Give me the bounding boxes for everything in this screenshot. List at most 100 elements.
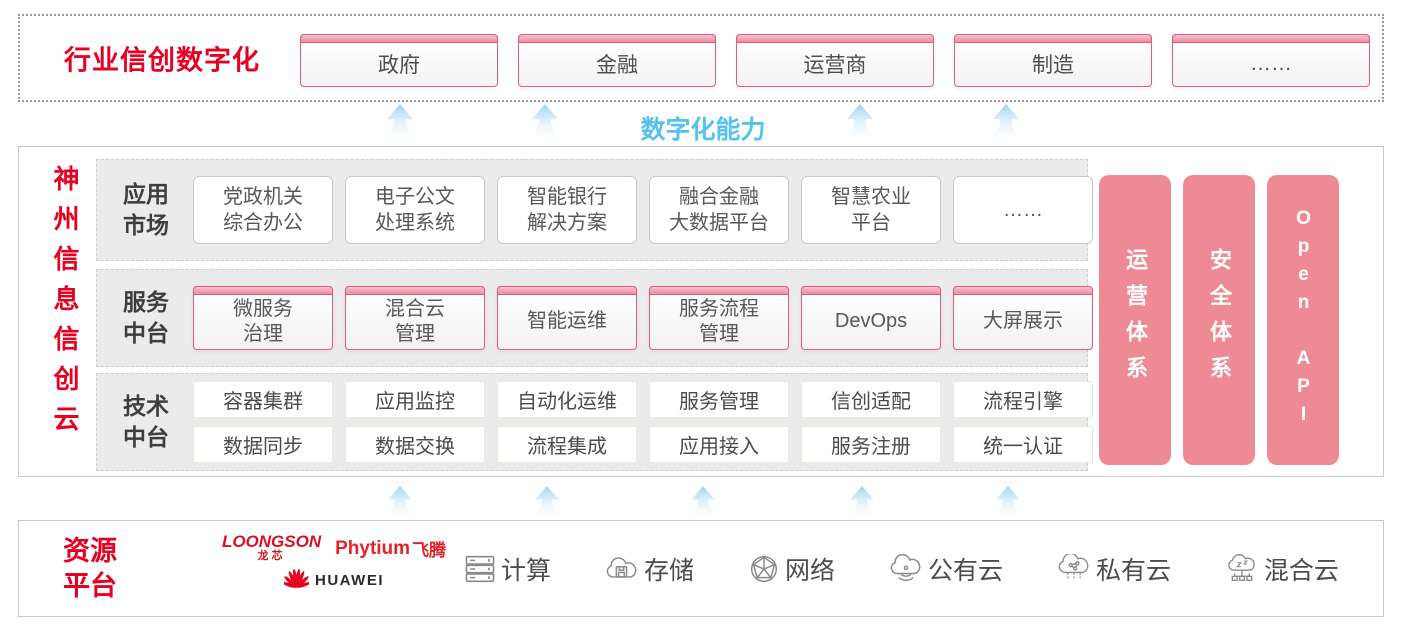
vendor-row-top: LOONGSON 龙芯 Phytium 飞腾 <box>222 533 446 562</box>
row-tech-platform: 技术 中台 容器集群 应用监控 自动化运维 服务管理 信创适配 流程引擎 数据同… <box>96 373 1093 471</box>
industry-band-title: 行业信创数字化 <box>64 45 260 76</box>
tech-box: 统一认证 <box>953 426 1093 463</box>
resource-label: 私有云 <box>1095 556 1171 585</box>
resource-item-storage: 存储 <box>605 551 694 587</box>
app-box: 党政机关 综合办公 <box>193 176 333 244</box>
loongson-wordmark: LOONGSON <box>221 532 322 551</box>
tech-line-top: 容器集群 应用监控 自动化运维 服务管理 信创适配 流程引擎 <box>193 381 1093 418</box>
row-app-market: 应用 市场 党政机关 综合办公 电子公文 处理系统 智能银行 解决方案 融合金融… <box>96 159 1093 261</box>
up-arrow-icon <box>381 104 419 142</box>
loongson-logo: LOONGSON 龙芯 <box>222 533 321 562</box>
sector-label: …… <box>1250 51 1292 75</box>
app-box-more: …… <box>953 176 1093 244</box>
tech-box: 应用接入 <box>649 426 789 463</box>
resource-label: 混合云 <box>1263 556 1339 585</box>
tech-box: 服务管理 <box>649 381 789 418</box>
huawei-wordmark: HUAWEI <box>315 572 384 589</box>
sector-box-finance: 金融 <box>518 34 716 87</box>
tech-box: 信创适配 <box>801 381 941 418</box>
pillar-label: 安全体系 <box>1207 248 1232 392</box>
sector-label: 运营商 <box>803 53 867 77</box>
resources-label: 资源 平台 <box>63 535 117 601</box>
service-boxes: 微服务 治理 混合云 管理 智能运维 服务流程 管理 DevOps 大屏展示 <box>193 286 1093 350</box>
row-label-tech: 技术 中台 <box>123 392 169 450</box>
resource-item-private-cloud: 私有云 <box>1057 551 1171 587</box>
service-box-label: DevOps <box>834 310 908 332</box>
resource-item-public-cloud: 公有云 <box>889 551 1003 587</box>
service-box-label: 服务流程 管理 <box>679 297 759 345</box>
huawei-flower-icon <box>282 568 311 593</box>
pillar-open-api: Open API <box>1267 175 1339 465</box>
service-box-label: 智能运维 <box>527 310 607 332</box>
service-box: 微服务 治理 <box>193 286 333 350</box>
row-label-service: 服务 中台 <box>123 288 169 346</box>
pillar-label: 运营体系 <box>1123 248 1148 392</box>
resource-label: 存储 <box>643 556 694 585</box>
resource-item-hybrid-cloud: 混合云 <box>1225 551 1339 587</box>
sector-box-government: 政府 <box>300 34 498 87</box>
industry-band: 行业信创数字化 政府 金融 运营商 制造 …… <box>18 14 1384 102</box>
service-box-label: 微服务 治理 <box>233 297 293 345</box>
hybrid-cloud-icon <box>1225 553 1259 584</box>
service-box: 智能运维 <box>497 286 637 350</box>
resource-item-list: 计算 存储 网络 <box>464 521 1339 616</box>
pillar-operation-system: 运营体系 <box>1099 175 1171 465</box>
tech-boxes: 容器集群 应用监控 自动化运维 服务管理 信创适配 流程引擎 数据同步 数据交换… <box>193 381 1093 463</box>
tech-box: 数据同步 <box>193 426 333 463</box>
service-box: 混合云 管理 <box>345 286 485 350</box>
phytium-logo: Phytium 飞腾 <box>335 536 446 561</box>
tech-box: 数据交换 <box>345 426 485 463</box>
public-cloud-icon <box>889 553 923 584</box>
app-box: 智能银行 解决方案 <box>497 176 637 244</box>
loongson-cn-label: 龙芯 <box>257 550 286 562</box>
sector-box-more: …… <box>1172 34 1370 87</box>
platform-title: 神州信息信创云 <box>50 165 80 445</box>
service-box: 服务流程 管理 <box>649 286 789 350</box>
network-icon <box>748 553 780 585</box>
sector-box-operator: 运营商 <box>736 34 934 87</box>
app-box: 智慧农业 平台 <box>801 176 941 244</box>
app-market-boxes: 党政机关 综合办公 电子公文 处理系统 智能银行 解决方案 融合金融 大数据平台… <box>193 176 1093 244</box>
sector-box-manufacturing: 制造 <box>954 34 1152 87</box>
resource-label: 网络 <box>784 556 835 585</box>
capability-caption: 数字化能力 <box>640 116 766 144</box>
tech-line-bottom: 数据同步 数据交换 流程集成 应用接入 服务注册 统一认证 <box>193 426 1093 463</box>
up-arrow-icon <box>991 486 1025 520</box>
app-box: 融合金融 大数据平台 <box>649 176 789 244</box>
app-box: 电子公文 处理系统 <box>345 176 485 244</box>
service-box: 大屏展示 <box>953 286 1093 350</box>
up-arrow-icon <box>530 486 564 520</box>
service-box-label: 大屏展示 <box>983 310 1063 332</box>
sector-label: 金融 <box>596 53 638 77</box>
up-arrow-icon <box>987 104 1025 142</box>
tech-box: 流程集成 <box>497 426 637 463</box>
tech-box: 服务注册 <box>801 426 941 463</box>
up-arrow-icon <box>526 104 564 142</box>
tech-box: 流程引擎 <box>953 381 1093 418</box>
resource-label: 计算 <box>501 556 552 585</box>
resource-item-compute: 计算 <box>464 551 551 587</box>
compute-icon <box>464 553 496 585</box>
private-cloud-icon <box>1057 553 1091 584</box>
up-arrow-icon <box>383 486 417 520</box>
row-label-app-market: 应用 市场 <box>123 180 169 238</box>
row-service-platform: 服务 中台 微服务 治理 混合云 管理 智能运维 服务流程 管理 DevOps … <box>96 269 1093 367</box>
vendor-logos: LOONGSON 龙芯 Phytium 飞腾 <box>219 533 449 593</box>
up-arrow-icon <box>686 486 720 520</box>
service-box: DevOps <box>801 286 941 350</box>
resource-label: 公有云 <box>927 556 1003 585</box>
huawei-logo: HUAWEI <box>282 568 384 593</box>
up-arrow-icon <box>845 486 879 520</box>
storage-icon <box>605 554 639 584</box>
tech-box: 自动化运维 <box>497 381 637 418</box>
sector-label: 政府 <box>378 53 420 77</box>
sector-label: 制造 <box>1032 53 1074 77</box>
phytium-wordmark: Phytium <box>335 537 411 559</box>
resources-band: 资源 平台 LOONGSON 龙芯 Phytium 飞腾 <box>18 520 1384 617</box>
up-arrow-icon <box>841 104 879 142</box>
tech-box: 容器集群 <box>193 381 333 418</box>
pillar-label: Open API <box>1293 208 1314 432</box>
industry-sector-list: 政府 金融 运营商 制造 …… <box>300 34 1370 87</box>
pillar-security-system: 安全体系 <box>1183 175 1255 465</box>
